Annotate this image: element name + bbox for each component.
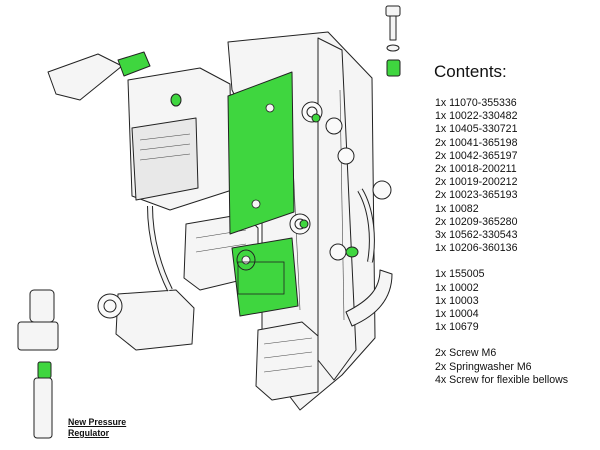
regulator-caption: New Pressure Regulator — [68, 417, 126, 439]
list-item: 1x 10405-330721 — [435, 123, 518, 136]
top-bolt — [385, 5, 401, 17]
list-item: 1x 155005 — [435, 268, 485, 281]
list-item: 2x 10042-365197 — [435, 149, 518, 162]
list-item: 2x 10023-365193 — [435, 189, 518, 202]
list-item: 2x 10018-200211 — [435, 163, 517, 176]
flexible-bellows — [345, 269, 393, 327]
list-item: 1x 10082 — [435, 202, 479, 215]
gasket-main-plate — [227, 71, 295, 235]
gasket-valve — [231, 237, 299, 317]
pressure-regulator-head — [29, 289, 55, 323]
actuator-block — [115, 289, 195, 351]
list-item: 4x Screw for flexible bellows — [435, 373, 569, 386]
contents-title: Contents: — [434, 62, 507, 81]
connector-housing — [255, 321, 319, 401]
list-item: 1x 10679 — [435, 321, 479, 334]
list-spacer — [435, 255, 568, 268]
regulator-seal — [37, 361, 52, 379]
list-item: 2x Screw M6 — [435, 347, 497, 360]
list-item: 2x 10209-365280 — [435, 215, 518, 228]
list-item: 1x 11070-355336 — [435, 97, 517, 109]
seal-top-bolt — [386, 59, 401, 77]
list-item: 2x 10019-200212 — [435, 176, 518, 189]
list-item: 1x 10002 — [435, 281, 479, 294]
list-item: 2x 10041-365198 — [435, 136, 518, 149]
list-item: 1x 10022-330482 — [435, 110, 518, 123]
seal-box — [170, 93, 182, 107]
list-item: 2x Springwasher M6 — [435, 360, 532, 373]
list-spacer — [435, 334, 568, 347]
list-item: 1x 10206-360136 — [435, 242, 518, 255]
top-cover — [47, 53, 123, 101]
caption-line: New Pressure — [68, 417, 127, 427]
contents-list: 1x 11070-355336 1x 10022-330482 1x 10405… — [435, 97, 568, 387]
caption-line: Regulator — [68, 428, 110, 438]
list-item: 3x 10562-330543 — [435, 229, 518, 242]
list-item: 1x 10004 — [435, 308, 479, 321]
pressure-regulator-body — [33, 377, 53, 439]
list-item: 1x 10003 — [435, 294, 479, 307]
gasket-top-cover — [117, 51, 151, 77]
